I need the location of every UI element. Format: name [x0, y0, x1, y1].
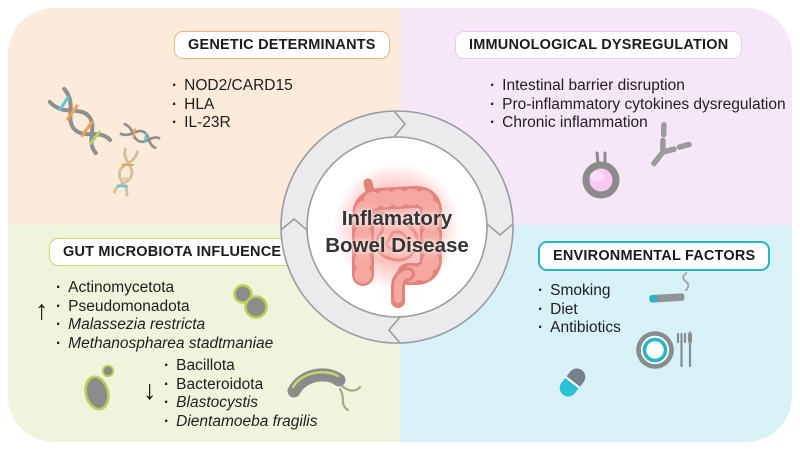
environmental-title-box: ENVIRONMENTAL FACTORS [538, 241, 771, 271]
center-title: Inflamatory Bowel Disease [287, 205, 507, 259]
bullet: · [172, 95, 178, 113]
list-item: ·Antibiotics [538, 319, 621, 336]
intestine-illustration [352, 178, 442, 308]
bullet: · [490, 77, 496, 94]
bullet: · [56, 334, 62, 352]
list-item: ·Chronic inflammation [490, 114, 648, 131]
center-title-line1: Inflamatory [341, 207, 453, 230]
immunological-list: ·Intestinal barrier disruption ·Pro-infl… [490, 77, 786, 133]
genetic-title: GENETIC DETERMINANTS [188, 37, 376, 53]
list-item: ·Pro-inflammatory cytokines dysregulatio… [490, 95, 786, 113]
list-item: ·Actinomycetota [56, 279, 175, 296]
bullet: · [538, 319, 544, 336]
list-item: ·HLA [172, 95, 215, 113]
cocci-icon [233, 284, 268, 319]
decrease-arrow-icon: ↓ [143, 375, 157, 405]
cigarette-icon [649, 272, 690, 303]
list-item: ·Smoking [538, 282, 611, 299]
microbiota-increased-list: ·Actinomycetota ·Pseudomonadota ·Malasse… [56, 279, 273, 353]
list-item: ·IL-23R [172, 114, 231, 131]
increase-arrow-icon: ↑ [35, 295, 49, 325]
list-item: ·Pseudomonadota [56, 297, 190, 315]
dna-icon [119, 122, 161, 150]
environmental-list: ·Smoking ·Diet ·Antibiotics [538, 282, 621, 338]
list-item: ·Methanospharea stadtmaniae [56, 334, 274, 352]
budding-yeast-icon [84, 364, 115, 411]
bullet: · [164, 375, 170, 393]
microbiota-title: GUT MICROBIOTA INFLUENCE [63, 244, 282, 260]
bullet: · [56, 316, 62, 333]
bullet: · [164, 412, 170, 430]
bullet: · [538, 300, 544, 318]
list-item: ·Malassezia restricta [56, 316, 206, 333]
plate-cutlery-icon [636, 331, 692, 369]
center-title-line2: Bowel Disease [325, 234, 469, 257]
list-item: ·Blastocystis [164, 394, 259, 411]
immune-cell-icon [582, 151, 620, 199]
bullet: · [538, 282, 544, 299]
bullet: · [56, 279, 62, 296]
bullet: · [490, 95, 496, 113]
dna-icon [47, 86, 113, 156]
bullet: · [164, 357, 170, 374]
list-item: ·NOD2/CARD15 [172, 77, 293, 94]
bullet: · [172, 77, 178, 94]
genetic-title-box: GENETIC DETERMINANTS [174, 31, 390, 59]
list-item: ·Dientamoeba fragilis [164, 412, 318, 430]
immunological-title-box: IMMUNOLOGICAL DYSREGULATION [455, 31, 743, 59]
list-item: ·Intestinal barrier disruption [490, 77, 685, 94]
antibody-icon [650, 122, 692, 167]
ibd-cycle-ring [280, 110, 514, 344]
bullet: · [56, 297, 62, 315]
bullet: · [164, 394, 170, 411]
list-item: ·Bacillota [164, 357, 235, 374]
bullet: · [490, 114, 496, 131]
bullet: · [172, 114, 178, 131]
list-item: ·Diet [538, 300, 578, 318]
microbiota-title-box: GUT MICROBIOTA INFLUENCE [49, 238, 296, 266]
environmental-title: ENVIRONMENTAL FACTORS [553, 248, 756, 264]
bacterium-icon [287, 368, 362, 412]
microbiota-decreased-list: ·Bacillota ·Bacteroidota ·Blastocystis ·… [164, 357, 317, 431]
immunological-title: IMMUNOLOGICAL DYSREGULATION [469, 37, 729, 53]
list-item: ·Bacteroidota [164, 375, 264, 393]
dna-icon [113, 147, 139, 197]
genetic-list: ·NOD2/CARD15 ·HLA ·IL-23R [172, 77, 293, 133]
